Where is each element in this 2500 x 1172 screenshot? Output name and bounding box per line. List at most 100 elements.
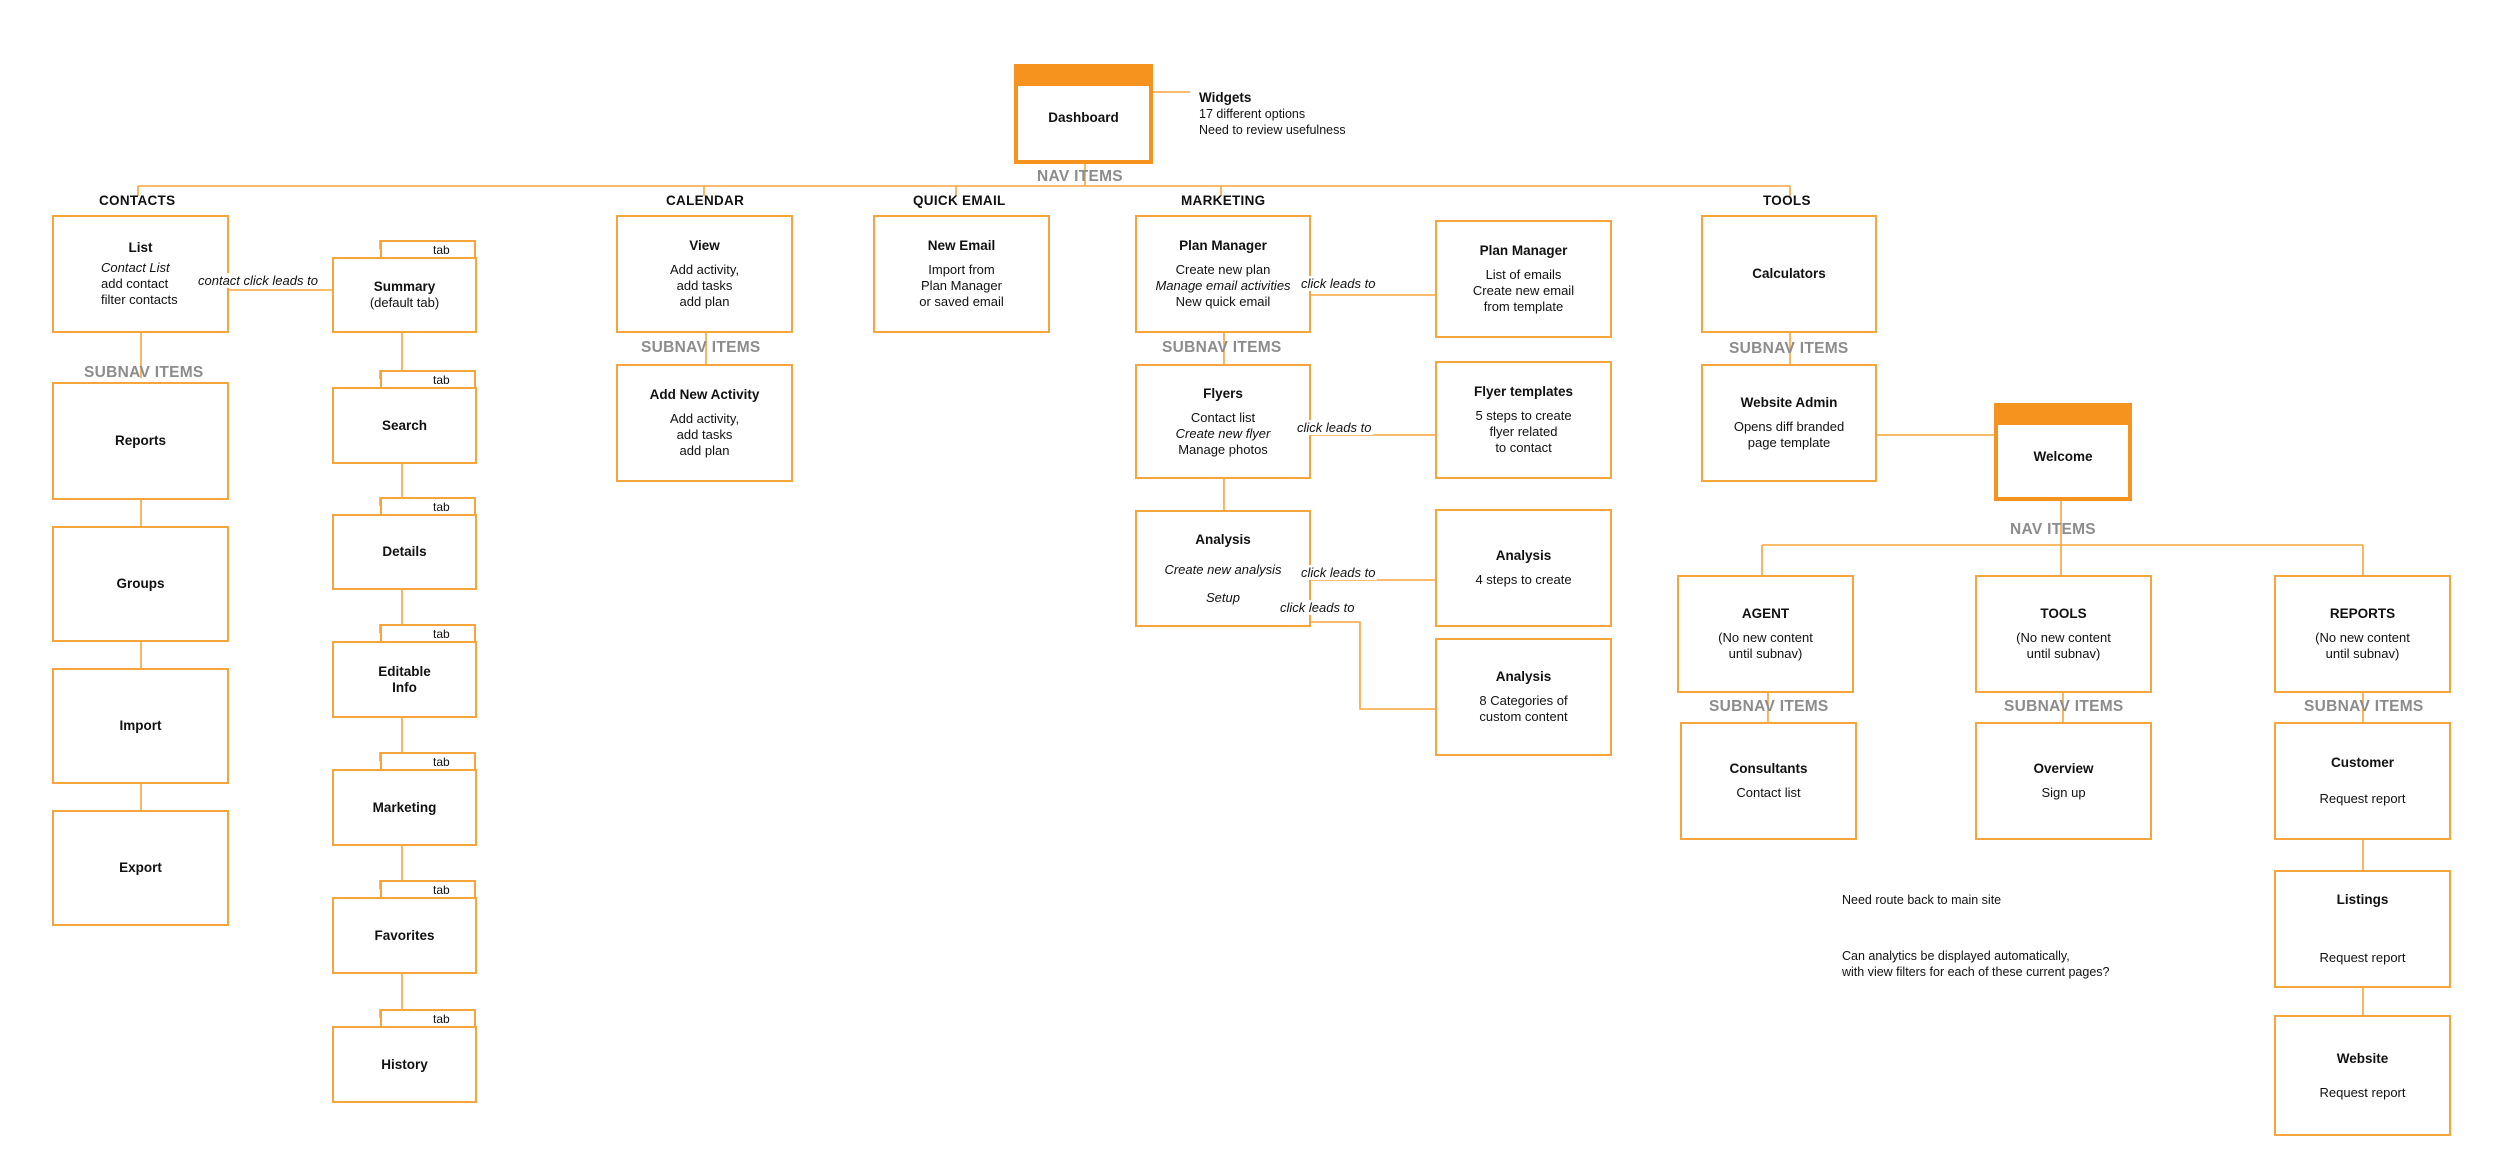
website-admin-line: page template — [1747, 435, 1831, 450]
overview-box[interactable]: Overview Sign up — [1975, 722, 2152, 840]
analysis-create-title: Analysis — [1495, 548, 1552, 563]
subnav-items-label: SUBNAV ITEMS — [1162, 339, 1282, 356]
calendar-view-line: add plan — [679, 294, 730, 309]
tab-details[interactable]: Details — [332, 514, 477, 590]
agent-title: AGENT — [1741, 606, 1790, 621]
tab-search-title: Search — [381, 417, 428, 433]
flyer-templates-line: flyer related — [1489, 424, 1558, 439]
add-new-activity-title: Add New Activity — [649, 387, 760, 402]
plan-manager-line: New quick email — [1175, 294, 1271, 309]
subnav-items-label: SUBNAV ITEMS — [1709, 698, 1829, 715]
plan-manager-line: Create new plan — [1175, 262, 1271, 277]
customer-box[interactable]: Customer Request report — [2274, 722, 2451, 840]
header-quick-email: QUICK EMAIL — [913, 193, 1006, 208]
agent-box[interactable]: AGENT (No new content until subnav) — [1677, 575, 1854, 693]
subnav-items-label: SUBNAV ITEMS — [2004, 698, 2124, 715]
customer-title: Customer — [2330, 755, 2394, 770]
tools-nav-box[interactable]: TOOLS (No new content until subnav) — [1975, 575, 2152, 693]
analysis-create-box[interactable]: Analysis 4 steps to create — [1435, 509, 1612, 627]
plan-manager-box[interactable]: Plan Manager Create new plan Manage emai… — [1135, 215, 1311, 333]
consultants-box[interactable]: Consultants Contact list — [1680, 722, 1857, 840]
reports-nav-line: (No new content — [2315, 630, 2410, 645]
tab-summary[interactable]: Summary (default tab) — [332, 257, 477, 333]
subnav-items-label: SUBNAV ITEMS — [641, 339, 761, 356]
subnav-items-label: SUBNAV ITEMS — [1729, 340, 1849, 357]
website-box[interactable]: Website Request report — [2274, 1015, 2451, 1136]
flyers-line: Create new flyer — [1175, 425, 1271, 441]
plan-manager-title: Plan Manager — [1179, 238, 1267, 253]
analysis-line: Create new analysis — [1164, 561, 1282, 577]
new-email-box[interactable]: New Email Import from Plan Manager or sa… — [873, 215, 1050, 333]
calculators-box[interactable]: Calculators — [1701, 215, 1877, 333]
analytics-note-line: with view filters for each of these curr… — [1842, 965, 2110, 979]
contacts-subnav-reports[interactable]: Reports — [52, 382, 229, 500]
click-leads-to-label: click leads to — [1295, 420, 1374, 435]
flyer-templates-title: Flyer templates — [1473, 384, 1574, 399]
flyers-line: Contact list — [1190, 409, 1256, 425]
subnav-items-label: SUBNAV ITEMS — [84, 364, 204, 381]
contacts-subnav-export[interactable]: Export — [52, 810, 229, 926]
click-leads-to-label: click leads to — [1299, 276, 1378, 291]
add-activity-line: Add activity, — [669, 411, 740, 426]
website-admin-line: Opens diff branded — [1733, 419, 1845, 434]
customer-line: Request report — [2319, 791, 2406, 806]
analysis-setup-line: 8 Categories of — [1479, 693, 1568, 708]
tools-nav-line: until subnav) — [2026, 646, 2101, 661]
contacts-subnav-import[interactable]: Import — [52, 668, 229, 784]
subnav-items-label: SUBNAV ITEMS — [2304, 698, 2424, 715]
subnav-import-title: Import — [119, 718, 162, 733]
plan-manager-detail-line: from template — [1483, 299, 1564, 314]
tab-marketing-title: Marketing — [372, 799, 437, 815]
flyers-box[interactable]: Flyers Contact list Create new flyer Man… — [1135, 364, 1311, 479]
contacts-list-line: Contact List — [101, 260, 170, 275]
tab-search[interactable]: Search — [332, 387, 477, 464]
welcome-header-bar — [1998, 407, 2128, 425]
add-new-activity-box[interactable]: Add New Activity Add activity, add tasks… — [616, 364, 793, 482]
flyer-templates-box[interactable]: Flyer templates 5 steps to create flyer … — [1435, 361, 1612, 479]
overview-title: Overview — [2033, 761, 2094, 776]
plan-manager-detail-title: Plan Manager — [1479, 243, 1568, 258]
analysis-setup-line: custom content — [1479, 709, 1568, 724]
contacts-list-title: List — [128, 240, 153, 255]
widgets-note: Widgets 17 different options Need to rev… — [1199, 90, 1346, 138]
website-admin-box[interactable]: Website Admin Opens diff branded page te… — [1701, 364, 1877, 482]
calculators-title: Calculators — [1752, 266, 1826, 281]
plan-manager-detail-line: List of emails — [1485, 267, 1562, 282]
subnav-reports-title: Reports — [114, 433, 166, 448]
tab-favorites[interactable]: Favorites — [332, 897, 477, 974]
tab-history[interactable]: History — [332, 1026, 477, 1103]
tab-summary-sub: (default tab) — [369, 295, 440, 310]
tab-favorites-title: Favorites — [374, 927, 435, 943]
welcome-box[interactable]: Welcome — [1994, 403, 2132, 501]
dashboard-box[interactable]: Dashboard — [1014, 64, 1153, 164]
calendar-view-box[interactable]: View Add activity, add tasks add plan — [616, 215, 793, 333]
plan-manager-detail-box[interactable]: Plan Manager List of emails Create new e… — [1435, 220, 1612, 338]
tab-editable-sub: Info — [392, 679, 417, 695]
tab-summary-title: Summary — [373, 279, 436, 294]
header-marketing: MARKETING — [1181, 193, 1266, 208]
tab-editable-info[interactable]: Editable Info — [332, 641, 477, 718]
consultants-line: Contact list — [1736, 785, 1801, 800]
tools-nav-line: (No new content — [2016, 630, 2111, 645]
contacts-subnav-groups[interactable]: Groups — [52, 526, 229, 642]
agent-line: until subnav) — [1728, 646, 1803, 661]
click-leads-to-label: click leads to — [1299, 565, 1378, 580]
add-activity-line: add plan — [679, 443, 730, 458]
subnav-groups-title: Groups — [116, 576, 165, 591]
new-email-line: Plan Manager — [921, 278, 1002, 293]
tab-marketing[interactable]: Marketing — [332, 769, 477, 846]
listings-line: Request report — [2319, 950, 2406, 965]
flyer-templates-line: to contact — [1495, 440, 1552, 455]
tab-details-title: Details — [382, 544, 427, 559]
dashboard-title: Dashboard — [1048, 110, 1119, 125]
analytics-note-line: Can analytics be displayed automatically… — [1842, 949, 2070, 963]
website-admin-title: Website Admin — [1740, 395, 1838, 410]
listings-box[interactable]: Listings Request report — [2274, 870, 2451, 988]
contacts-list-line: filter contacts — [101, 292, 178, 307]
analysis-setup-box[interactable]: Analysis 8 Categories of custom content — [1435, 638, 1612, 756]
reports-nav-box[interactable]: REPORTS (No new content until subnav) — [2274, 575, 2451, 693]
listings-title: Listings — [2336, 892, 2389, 907]
agent-line: (No new content — [1718, 630, 1813, 645]
flyer-templates-line: 5 steps to create — [1475, 408, 1572, 423]
